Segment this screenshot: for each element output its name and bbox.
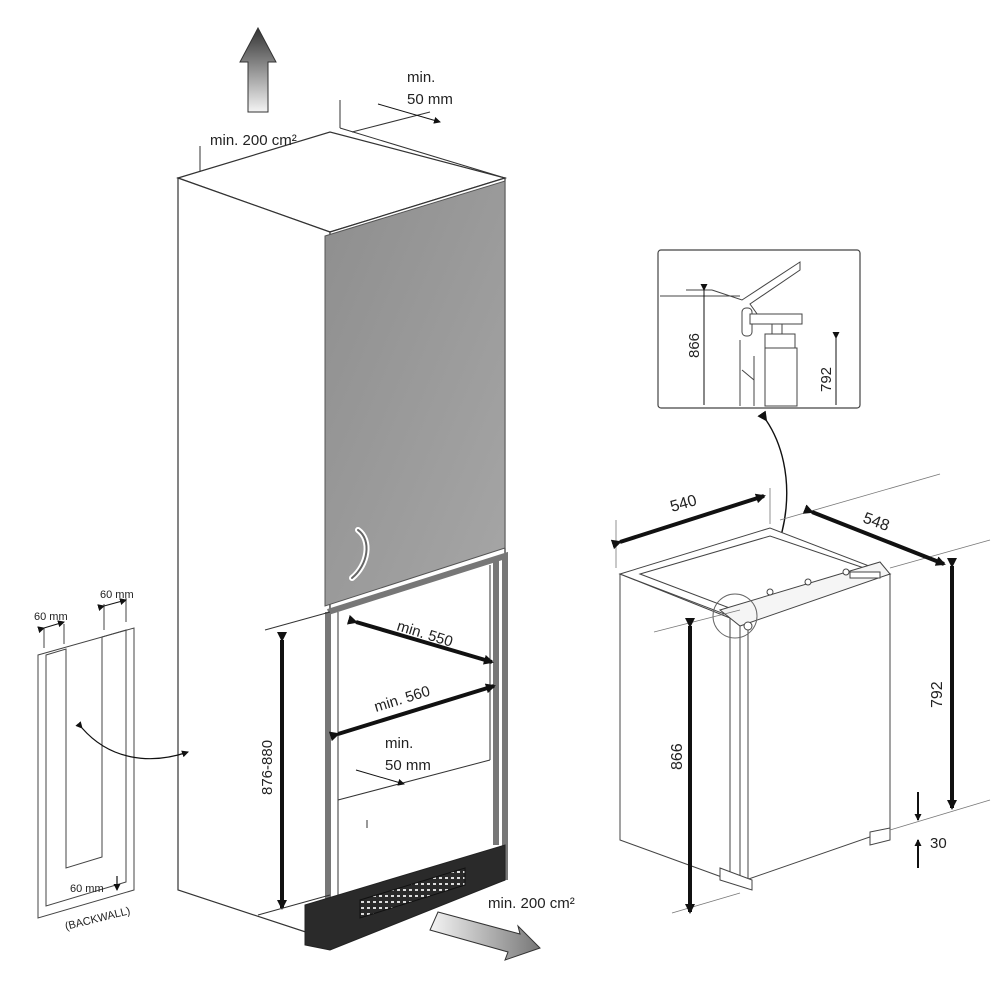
- fridge-door: [324, 180, 506, 607]
- detail-dim-left-label: 866: [686, 333, 703, 358]
- appliance-height-front-label: 866: [669, 743, 686, 770]
- backwall-pointer-arrow: [75, 721, 189, 760]
- appliance-width-dim: [610, 493, 766, 550]
- rear-gap-value-label: 50 mm: [385, 757, 431, 774]
- appliance-height-side-label: 792: [929, 681, 946, 708]
- foot-gap-label: 30: [930, 835, 947, 852]
- bottom-vent-label: min. 200 cm²: [488, 895, 575, 912]
- top-vent-label: min. 200 cm²: [210, 132, 297, 149]
- backwall-caption: (BACKWALL): [64, 905, 132, 933]
- detail-inset: 866 792: [657, 249, 861, 409]
- appliance: [618, 527, 892, 891]
- ventilation-grille[interactable]: [359, 867, 466, 919]
- backwall-panel: [37, 598, 135, 919]
- cabinet-side: [177, 177, 331, 941]
- top-gap-arrow: [377, 103, 441, 124]
- backwall-bottom-cut-label: 60 mm: [70, 883, 104, 895]
- niche-frame: [325, 551, 508, 900]
- rear-gap-min-label: min.: [385, 735, 413, 752]
- appliance-width-label: 540: [668, 492, 698, 516]
- detail-dim-right-label: 792: [818, 367, 835, 392]
- width-dimension-line: [328, 683, 496, 742]
- detail-callout-circle: [712, 593, 758, 639]
- bottom-vent-arrow-icon: [429, 911, 541, 961]
- height-label: 876-880: [259, 740, 276, 795]
- appliance-front: [739, 573, 891, 883]
- backwall-right-cut-label: 60 mm: [100, 589, 134, 601]
- top-gap-value-label: 50 mm: [407, 91, 453, 108]
- top-gap-min-label: min.: [407, 69, 435, 86]
- top-vent-arrow-icon: [239, 26, 277, 113]
- depth-dimension-line: [346, 614, 494, 665]
- rear-gap-arrow: [355, 769, 405, 786]
- appliance-depth-dim: [802, 504, 946, 566]
- backwall-left-cut-label: 60 mm: [34, 611, 68, 623]
